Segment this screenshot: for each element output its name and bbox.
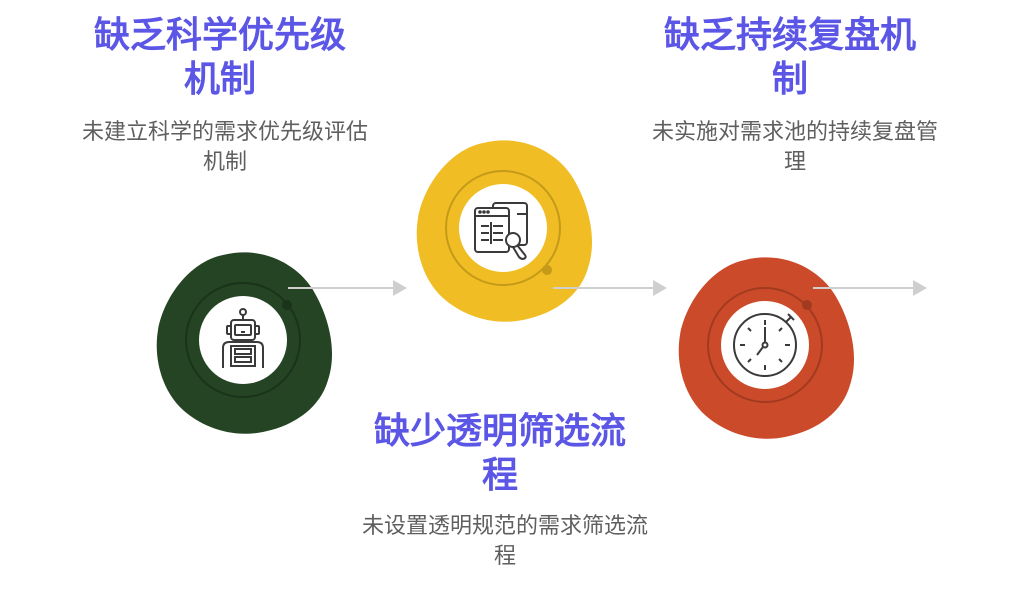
step-3-desc-line-1: 未实施对需求池的持续复盘管 xyxy=(651,120,938,145)
step-2-desc-line-2: 程 xyxy=(493,544,516,569)
step-3-desc-line-2: 理 xyxy=(783,150,806,175)
step-2-title: 缺少透明筛选流 程 xyxy=(320,410,680,498)
step-3-title-line-1: 缺乏持续复盘机 xyxy=(663,15,916,56)
step-1-desc-line-1: 未建立科学的需求优先级评估 xyxy=(81,120,368,145)
step-3-title: 缺乏持续复盘机 制 xyxy=(610,14,970,102)
step-2-description: 未设置透明规范的需求筛选流 程 xyxy=(300,512,710,572)
step-1-title: 缺乏科学优先级 机制 xyxy=(40,14,400,102)
step-2-desc-line-1: 未设置透明规范的需求筛选流 xyxy=(361,514,648,539)
stopwatch-icon xyxy=(733,313,797,377)
step-3-description: 未实施对需求池的持续复盘管 理 xyxy=(590,118,1000,178)
step-1-title-line-1: 缺乏科学优先级 xyxy=(93,15,346,56)
step-1-desc-line-2: 机制 xyxy=(202,150,247,175)
step-2-node xyxy=(416,140,613,322)
step-2-title-line-1: 缺少透明筛选流 xyxy=(373,411,626,452)
step-3-node xyxy=(678,257,865,439)
browser-search-icon xyxy=(474,202,528,261)
step-1-node xyxy=(156,252,353,434)
step-2-title-line-2: 程 xyxy=(481,455,518,496)
robot-icon xyxy=(222,308,264,368)
step-3-title-line-2: 制 xyxy=(771,59,808,100)
step-1-description: 未建立科学的需求优先级评估 机制 xyxy=(20,118,430,178)
step-1-title-line-2: 机制 xyxy=(183,59,256,100)
